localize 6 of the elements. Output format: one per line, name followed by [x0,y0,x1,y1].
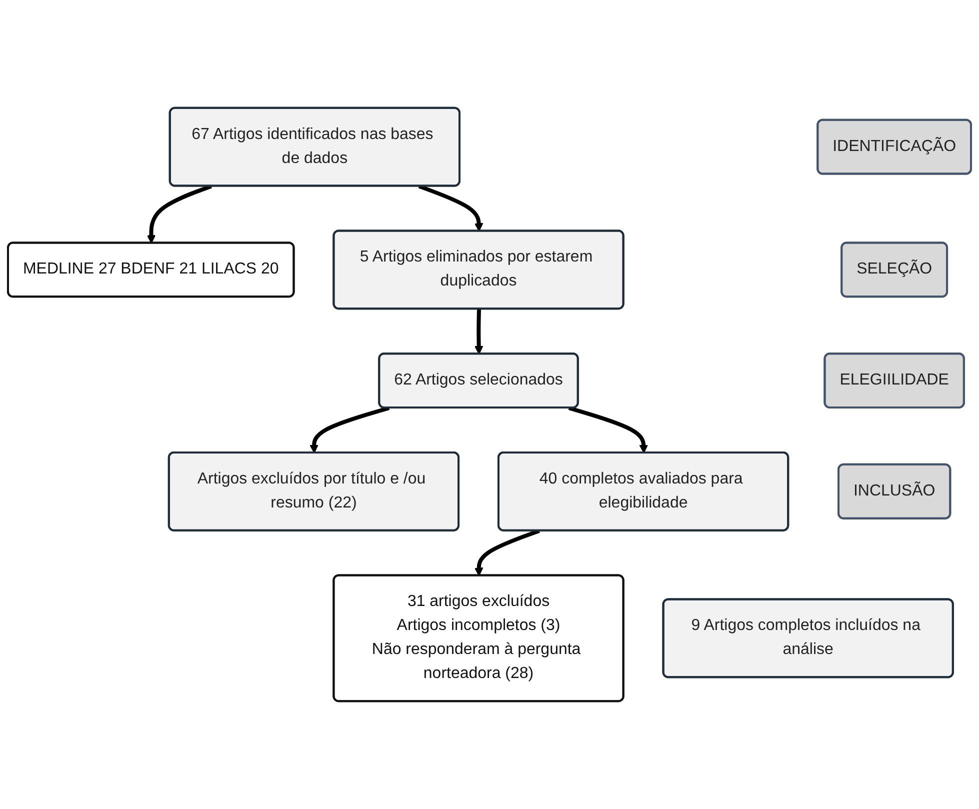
arrow [418,184,484,232]
arrow [146,184,212,244]
arrow [474,528,540,576]
arrow [568,406,648,454]
arrow [310,406,390,454]
arrow [474,309,484,354]
